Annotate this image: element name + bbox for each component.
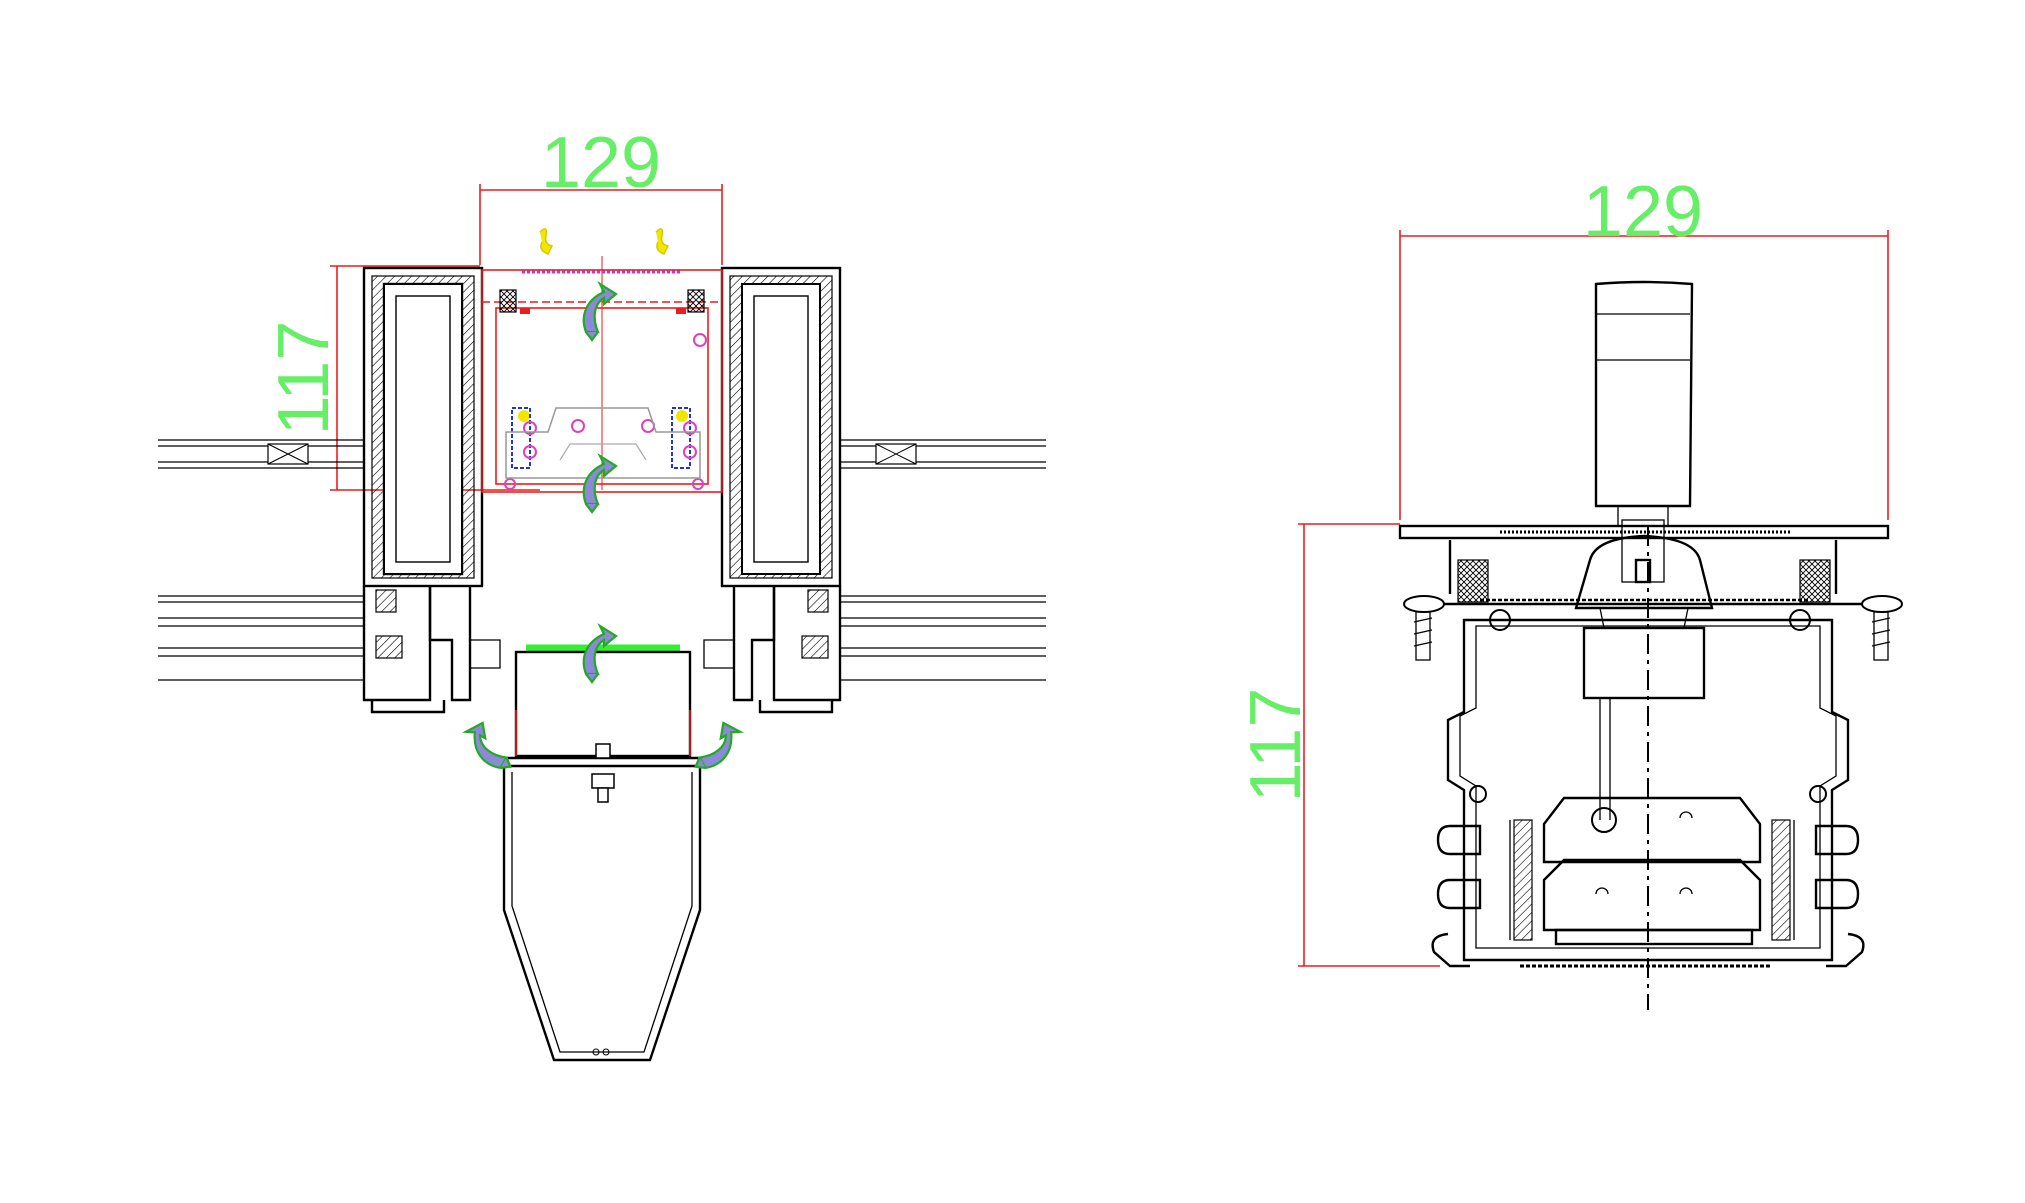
right-mullion-profile (703, 586, 842, 714)
bottom-lips (1431, 932, 1865, 968)
right-section-view: 129 117 (1236, 172, 1903, 1010)
flow-arrow-icon (582, 282, 618, 342)
hanging-box (502, 650, 702, 803)
left-height-label: 117 (264, 321, 344, 436)
left-steel-column (362, 266, 484, 588)
flow-arrow-icon (582, 624, 618, 684)
top-plate (1424, 540, 1870, 606)
left-width-dimension: 129 (479, 123, 723, 265)
right-height-dimension: 117 (1236, 523, 1440, 967)
funnel-profile (502, 766, 702, 1062)
left-width-label: 129 (541, 123, 661, 203)
flow-arrows-left (456, 282, 750, 775)
bracket-body (1574, 526, 1714, 1010)
left-glazing-band (158, 439, 364, 681)
inner-profile (1509, 796, 1795, 946)
inner-gray-profile (505, 407, 701, 479)
left-mullion-profile (362, 586, 501, 714)
side-screws (1403, 595, 1903, 661)
right-width-dimension: 129 (1399, 172, 1889, 520)
side-knobs (1436, 824, 1860, 910)
right-width-label: 129 (1583, 172, 1703, 252)
yellow-seals (518, 228, 688, 422)
post-bracket (1594, 280, 1694, 584)
right-glazing-band (840, 439, 1046, 681)
frame-gasket-blocks (499, 289, 705, 314)
right-height-label: 117 (1236, 688, 1316, 803)
clip-fixtures (504, 333, 707, 490)
left-section-view: 129 117 (158, 123, 1046, 1062)
main-channel (1446, 609, 1850, 962)
right-steel-column (720, 266, 842, 588)
